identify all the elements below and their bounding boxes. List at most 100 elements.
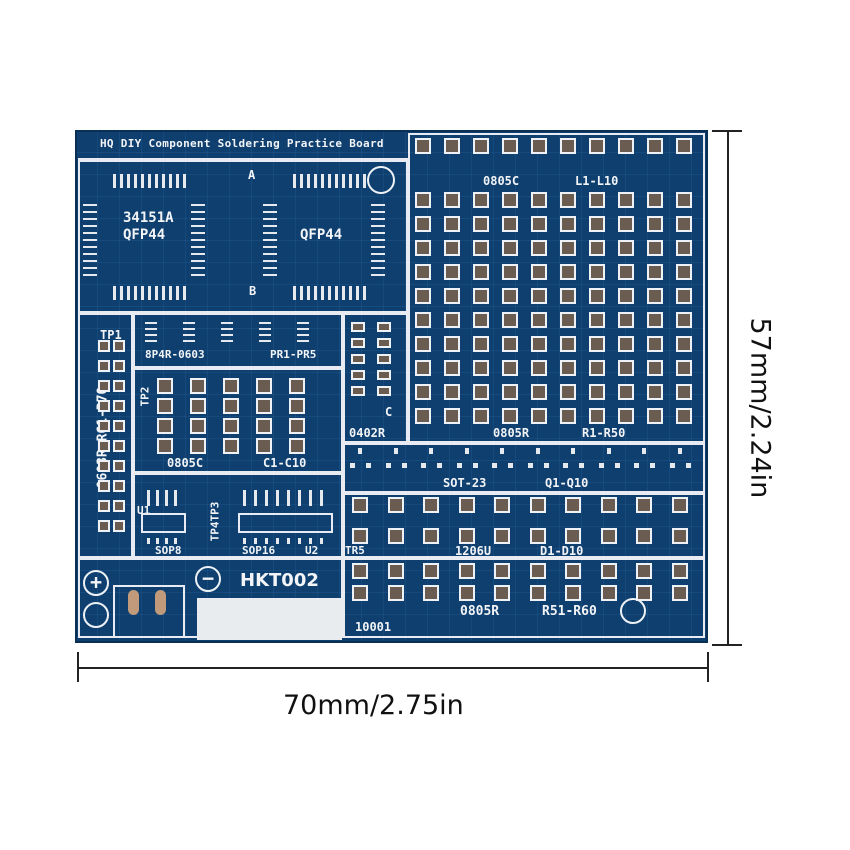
qfp-lead bbox=[356, 286, 359, 300]
resistor-pad bbox=[618, 384, 634, 400]
array-pad bbox=[259, 334, 271, 336]
qfp-lead bbox=[83, 239, 97, 241]
sot23-range-label: Q1-Q10 bbox=[545, 476, 589, 490]
sot23-pad bbox=[350, 463, 355, 468]
cap-range-label: C1-C10 bbox=[263, 456, 307, 470]
led-pad bbox=[671, 497, 688, 513]
qfp-lead bbox=[263, 267, 277, 269]
resistor-pad bbox=[531, 240, 547, 256]
bottom-resistor-pad bbox=[494, 563, 510, 579]
capacitor-pad bbox=[256, 398, 272, 414]
sot23-type-label: SOT-23 bbox=[443, 476, 487, 490]
0603-pad bbox=[98, 460, 110, 472]
sop8-lead bbox=[156, 538, 159, 544]
inductor-pad bbox=[473, 138, 489, 154]
resistor-pad bbox=[589, 360, 605, 376]
led-section bbox=[343, 493, 705, 558]
sop8-lead bbox=[174, 490, 177, 506]
qfp-lead bbox=[328, 174, 331, 188]
sop-section bbox=[133, 473, 343, 558]
board-title: HQ DIY Component Soldering Practice Boar… bbox=[100, 137, 384, 150]
array-pad bbox=[221, 334, 233, 336]
inductor-range-label: L1-L10 bbox=[575, 174, 619, 188]
qfp-lead bbox=[300, 286, 303, 300]
resistor-pad bbox=[560, 264, 576, 280]
resistor-pad bbox=[676, 288, 692, 304]
qfp-lead bbox=[263, 239, 277, 241]
qfp-lead bbox=[141, 174, 144, 188]
qfp-lead bbox=[183, 174, 186, 188]
qfp-lead bbox=[120, 174, 123, 188]
sot23-pad bbox=[472, 463, 478, 468]
0805c-section bbox=[133, 368, 343, 473]
height-dimension-tick-bottom bbox=[712, 644, 742, 646]
array-pad bbox=[183, 340, 195, 342]
qfp-lead bbox=[162, 174, 165, 188]
qfp-lead bbox=[83, 260, 97, 262]
qfp-lead bbox=[134, 286, 137, 300]
inductor-pad bbox=[415, 138, 431, 154]
sop16-lead bbox=[320, 490, 323, 506]
sot23-pad bbox=[508, 463, 513, 468]
qfp-lead bbox=[191, 218, 205, 220]
resistor-pad bbox=[502, 312, 518, 328]
serial-label: 10001 bbox=[355, 620, 392, 634]
sot23-pad bbox=[464, 448, 469, 454]
0603-pad bbox=[98, 480, 110, 492]
sot23-pad bbox=[500, 448, 504, 454]
0603-pad bbox=[113, 460, 125, 472]
capacitor-pad bbox=[157, 378, 173, 394]
bottom-resistor-pad bbox=[636, 585, 652, 601]
qfp-lead bbox=[113, 286, 116, 300]
qfp-lead bbox=[263, 218, 277, 220]
capacitor-pad bbox=[289, 418, 305, 434]
sop16-lead bbox=[309, 490, 312, 506]
resistor-array-section bbox=[133, 313, 343, 368]
sop16-lead bbox=[309, 538, 312, 544]
0603-pad bbox=[113, 360, 125, 372]
bottom-type-label: 0805R bbox=[460, 604, 500, 619]
sot23-pad bbox=[677, 448, 682, 454]
qfp-lead bbox=[293, 174, 296, 188]
resistor-pad bbox=[531, 216, 547, 232]
qfp-lead bbox=[342, 174, 345, 188]
led-type-label: 1206U bbox=[455, 544, 492, 558]
led-pad bbox=[387, 528, 404, 544]
inductor-pad bbox=[502, 138, 518, 154]
resistor-pad bbox=[647, 312, 663, 328]
qfp-lead bbox=[371, 211, 385, 213]
sot23-pad bbox=[527, 463, 533, 468]
mounting-hole bbox=[367, 166, 395, 194]
resistor-pad bbox=[502, 336, 518, 352]
qfp-lead bbox=[83, 253, 97, 255]
led-pad bbox=[494, 497, 510, 513]
title-bar bbox=[78, 133, 408, 160]
qfp-lead bbox=[349, 174, 352, 188]
qfp-lead bbox=[263, 204, 277, 206]
label-area bbox=[197, 598, 342, 640]
qfp-lead bbox=[371, 267, 385, 269]
inductor-pad bbox=[676, 138, 692, 154]
resistor-pad bbox=[618, 264, 634, 280]
qfp-lead bbox=[127, 286, 130, 300]
bottom-resistor-pad bbox=[600, 585, 617, 601]
0603-pad bbox=[113, 520, 125, 532]
0402-section bbox=[343, 313, 408, 443]
qfp-lead bbox=[371, 218, 385, 220]
qfp-lead bbox=[83, 211, 97, 213]
mounting-hole-bottom bbox=[620, 598, 646, 624]
qfp-lead bbox=[191, 260, 205, 262]
sot23-pad bbox=[571, 448, 575, 454]
resistor-pad bbox=[444, 312, 460, 328]
mark-a: A bbox=[248, 168, 256, 182]
qfp-lead bbox=[371, 246, 385, 248]
resistor-pad bbox=[560, 240, 576, 256]
capacitor-pad bbox=[223, 438, 239, 454]
sot23-pad bbox=[642, 448, 646, 454]
sot23-pad bbox=[429, 448, 433, 454]
sot23-pad bbox=[685, 463, 691, 468]
resistor-pad bbox=[560, 288, 576, 304]
inductor-pad bbox=[531, 138, 547, 154]
resistor-pad bbox=[444, 288, 460, 304]
resistor-pad bbox=[502, 240, 518, 256]
